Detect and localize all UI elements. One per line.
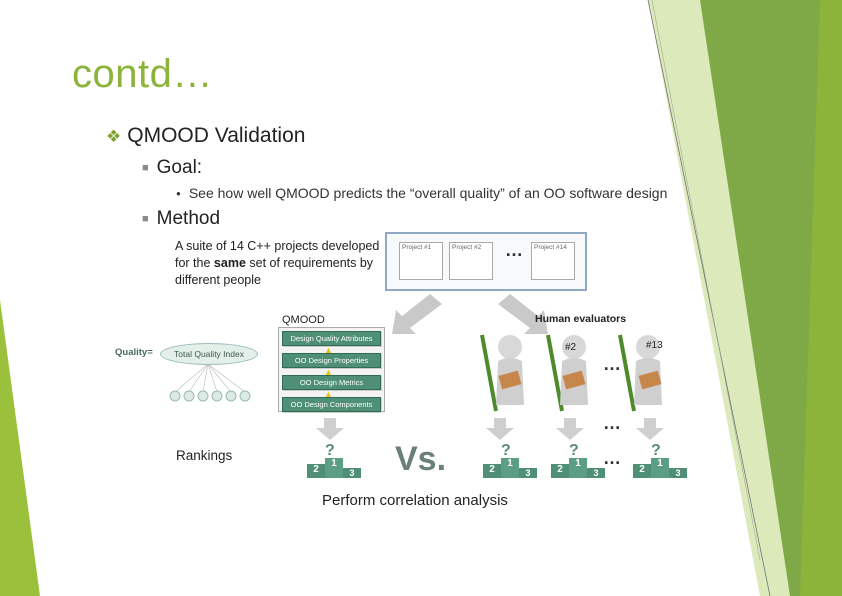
podium-step: 3: [587, 468, 605, 478]
heading-text: QMOOD Validation: [127, 124, 306, 147]
podium-qmood: ? 2 1 3: [303, 442, 365, 478]
method-label: Method: [156, 208, 221, 229]
podium-step: 1: [651, 458, 669, 478]
goal-bullet: ■ Goal:: [142, 157, 202, 179]
suite-text-1: A suite of 14 C++ projects developed for…: [175, 239, 380, 270]
podium-step: 2: [633, 464, 651, 478]
project-doc-1: Project #1: [399, 242, 443, 280]
goal-detail: See how well QMOOD predicts the “overall…: [188, 185, 668, 201]
question-mark-icon: ?: [651, 442, 661, 459]
square-bullet-icon: ■: [142, 213, 149, 225]
arrow-right-icon: [498, 294, 548, 334]
down-arrow-icon: [316, 418, 344, 440]
correlation-label: Perform correlation analysis: [322, 492, 508, 509]
podium-step: 3: [343, 468, 361, 478]
vs-label: Vs.: [395, 440, 447, 478]
slide-title: contd…: [72, 52, 213, 96]
tree-node: [197, 390, 209, 402]
podium-step: 1: [569, 458, 587, 478]
podium-evaluator-2: ? 2 1 3: [547, 442, 609, 478]
layer-oo-design-components: OO Design Components: [282, 397, 381, 412]
evaluator-figure-2: [546, 334, 588, 412]
tree-branch: [207, 363, 218, 393]
evaluators-ellipsis: …: [603, 354, 622, 374]
suite-description: A suite of 14 C++ projects developed for…: [175, 238, 380, 289]
podium-step: 2: [307, 464, 325, 478]
layer-oo-design-properties: OO Design Properties: [282, 353, 381, 368]
tree-node: [211, 390, 223, 402]
podium-step: 1: [501, 458, 519, 478]
arrows-ellipsis: …: [603, 413, 622, 433]
tree-branch: [188, 363, 209, 393]
decor-line-1: [647, 0, 771, 596]
suite-text-2: set of requirements by different people: [175, 256, 374, 287]
podium-ellipsis: …: [603, 448, 622, 468]
tree-branch: [202, 363, 209, 393]
suite-text-bold: same: [213, 256, 246, 270]
evaluators-graphic: [480, 334, 662, 412]
dot-bullet-icon: ●: [176, 189, 181, 198]
evaluator-figure-3: [618, 334, 662, 412]
down-arrows: [316, 418, 664, 440]
tree-node: [169, 390, 181, 402]
up-arrow-icon: ▲: [324, 389, 333, 399]
podium-evaluator-1: ? 2 1 3: [479, 442, 541, 478]
qmood-layers-box: Design Quality Attributes ▲ OO Design Pr…: [278, 327, 385, 412]
layer-oo-design-metrics: OO Design Metrics: [282, 375, 381, 390]
tree-node: [239, 390, 251, 402]
goal-detail-bullet: ● See how well QMOOD predicts the “overal…: [176, 185, 667, 201]
question-mark-icon: ?: [501, 442, 511, 459]
tree-node: [225, 390, 237, 402]
podium-step: 3: [669, 468, 687, 478]
project-doc-14: Project #14: [531, 242, 575, 280]
podium-evaluator-13: ? 2 1 3: [629, 442, 691, 478]
decor-corner: [0, 300, 40, 596]
goal-label: Goal:: [156, 157, 203, 178]
heading-bullet: ❖ QMOOD Validation: [106, 124, 305, 148]
decor-band-accent: [800, 0, 842, 596]
decor-line-2: [651, 0, 761, 561]
down-arrow-icon: [486, 418, 514, 440]
question-mark-icon: ?: [325, 442, 335, 459]
rankings-label: Rankings: [176, 448, 233, 463]
projects-ellipsis: …: [505, 240, 524, 260]
tree-branch: [207, 363, 232, 393]
evaluator-tag-2: #2: [565, 342, 577, 353]
split-arrows: [392, 294, 548, 334]
diamond-bullet-icon: ❖: [106, 127, 122, 146]
arrow-left-icon: [392, 294, 442, 334]
podium-step: 2: [551, 464, 569, 478]
evaluator-tag-13: #13: [646, 340, 663, 351]
up-arrow-icon: ▲: [324, 345, 333, 355]
tree-branch: [207, 363, 246, 393]
tree-node: [183, 390, 195, 402]
question-mark-icon: ?: [569, 442, 579, 459]
method-bullet: ■ Method: [142, 208, 220, 230]
podium-step: 2: [483, 464, 501, 478]
qmood-label: QMOOD: [282, 314, 325, 326]
podium-step: 3: [519, 468, 537, 478]
project-doc-2: Project #2: [449, 242, 493, 280]
down-arrow-icon: [636, 418, 664, 440]
projects-box: Project #1 Project #2 … Project #14: [385, 232, 587, 291]
up-arrow-icon: ▲: [324, 367, 333, 377]
rankings-row: ? 2 1 3 Vs. ? 2 1 3 ? 2 1 3 … ? 2 1 3: [303, 440, 691, 480]
layer-design-quality-attributes: Design Quality Attributes: [282, 331, 381, 346]
quality-tree: [169, 363, 251, 402]
square-bullet-icon: ■: [142, 162, 149, 174]
evaluator-figure-1: [480, 334, 524, 412]
quality-label: Quality=: [115, 347, 153, 358]
tree-branch: [174, 363, 209, 393]
down-arrow-icon: [556, 418, 584, 440]
podium-step: 1: [325, 458, 343, 478]
human-evaluators-label: Human evaluators: [535, 313, 627, 325]
